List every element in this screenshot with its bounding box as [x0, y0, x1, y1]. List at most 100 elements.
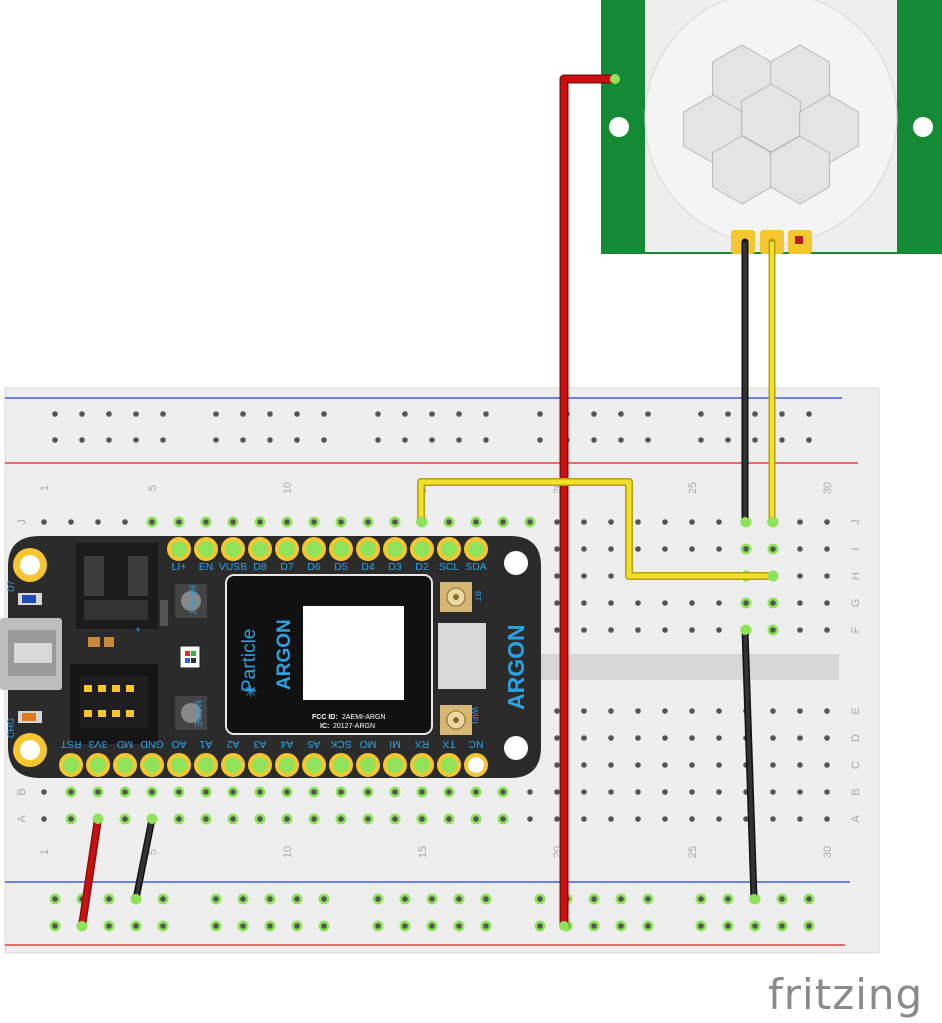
power-rail-hole-core [645, 923, 651, 929]
power-rail-hole-core [294, 923, 300, 929]
power-rail-hole-core [429, 923, 435, 929]
breadboard-hole-core [284, 789, 290, 795]
brand-label: Particle [239, 629, 260, 692]
argon-top-pin-pad [468, 541, 484, 557]
argon-bottom-pin-label: A2 [226, 738, 239, 750]
power-rail-hole-core [698, 896, 704, 902]
argon-top-pin-label: SCL [439, 561, 460, 573]
breadboard-hole-core [176, 816, 182, 822]
mount-hole-bottom-right [504, 736, 528, 760]
row-letter: A [850, 815, 862, 823]
argon-bottom-pin-label: A5 [307, 738, 320, 750]
breadboard-hole-core [392, 816, 398, 822]
power-rail-hole [752, 437, 758, 443]
breadboard-hole [689, 816, 695, 822]
pir-mount-hole-right [913, 117, 933, 137]
breadboard-hole [554, 627, 560, 633]
breadboard-hole-core [257, 789, 263, 795]
row-letter: J [850, 519, 862, 525]
breadboard-hole [635, 735, 641, 741]
row-letter: C [850, 761, 862, 769]
breadboard-hole [824, 708, 830, 714]
breadboard-hole [581, 789, 587, 795]
power-rail-hole-core [52, 896, 58, 902]
breadboard-hole-core [473, 789, 479, 795]
breadboard-hole [662, 762, 668, 768]
argon-top-pin-pad [198, 541, 214, 557]
breadboard-hole-core [311, 519, 317, 525]
breadboard-hole-core [446, 816, 452, 822]
fritzing-watermark: fritzing [768, 970, 924, 1019]
power-rail-hole [52, 411, 58, 417]
breadboard-hole [635, 789, 641, 795]
row-letter: F [850, 626, 862, 633]
model-label: ARGON [274, 619, 295, 690]
breadboard-hole-core [284, 816, 290, 822]
breadboard-hole-core [500, 816, 506, 822]
breadboard-hole-core [419, 789, 425, 795]
side-model-label: ARGON [503, 624, 529, 710]
lens-cell [770, 135, 830, 205]
power-rail-hole [456, 437, 462, 443]
breadboard-hole-core [311, 789, 317, 795]
breadboard-hole [716, 519, 722, 525]
power-rail-hole [375, 437, 381, 443]
breadboard-hole-core [473, 519, 479, 525]
breadboard-hole-core [338, 816, 344, 822]
breadboard-hole [824, 519, 830, 525]
breadboard-hole [716, 600, 722, 606]
wire-yellow-d2 [418, 479, 772, 579]
power-rail-hole [725, 437, 731, 443]
power-rail-hole [698, 411, 704, 417]
power-rail-hole [106, 411, 112, 417]
breadboard-hole-core [419, 816, 425, 822]
breadboard-hole [581, 573, 587, 579]
breadboard-hole [824, 762, 830, 768]
power-rail-hole [240, 437, 246, 443]
power-rail-hole [294, 411, 300, 417]
breadboard-hole [716, 627, 722, 633]
breadboard-hole [716, 708, 722, 714]
power-rail-hole [698, 437, 704, 443]
wifi-label: WIFI [470, 707, 479, 724]
power-rail-hole-core [725, 896, 731, 902]
power-rail-hole [375, 411, 381, 417]
column-number-bottom: 30 [822, 846, 834, 858]
breadboard-hole [608, 600, 614, 606]
argon-top-pin-pad [252, 541, 268, 557]
breadboard-hole [662, 546, 668, 552]
power-rail-hole-core [456, 923, 462, 929]
argon-bottom-pin-label: TX [442, 738, 455, 750]
argon-top-pin-pad [171, 541, 187, 557]
argon-bottom-pin-pad [333, 757, 349, 773]
breadboard-hole [581, 735, 587, 741]
power-rail-hole-core [779, 896, 785, 902]
breadboard-hole-core [770, 600, 776, 606]
argon-top-pin-pad [306, 541, 322, 557]
power-rail-hole [133, 411, 139, 417]
breadboard-hole [662, 600, 668, 606]
breadboard-hole [608, 573, 614, 579]
breadboard-hole [797, 573, 803, 579]
power-rail-hole [537, 437, 543, 443]
breadboard-hole [635, 762, 641, 768]
chg-label: CHG [6, 718, 16, 738]
power-rail-hole [429, 411, 435, 417]
breadboard-hole [716, 546, 722, 552]
argon-bottom-pin-pad [90, 757, 106, 773]
breadboard-hole [689, 735, 695, 741]
pir-sensor [601, 0, 942, 254]
breadboard-hole [824, 816, 830, 822]
power-rail-hole [618, 411, 624, 417]
breadboard-hole [635, 708, 641, 714]
power-rail-hole [213, 437, 219, 443]
power-rail-hole-core [106, 896, 112, 902]
argon-bottom-pin-pad [387, 757, 403, 773]
argon-bottom-pin-label: NC [468, 738, 484, 750]
argon-top-pin-pad [387, 541, 403, 557]
row-letter: I [850, 547, 862, 550]
argon-bottom-pin-pad [360, 757, 376, 773]
power-rail-hole-core [375, 896, 381, 902]
power-rail-hole-core [160, 923, 166, 929]
breadboard-hole [797, 762, 803, 768]
